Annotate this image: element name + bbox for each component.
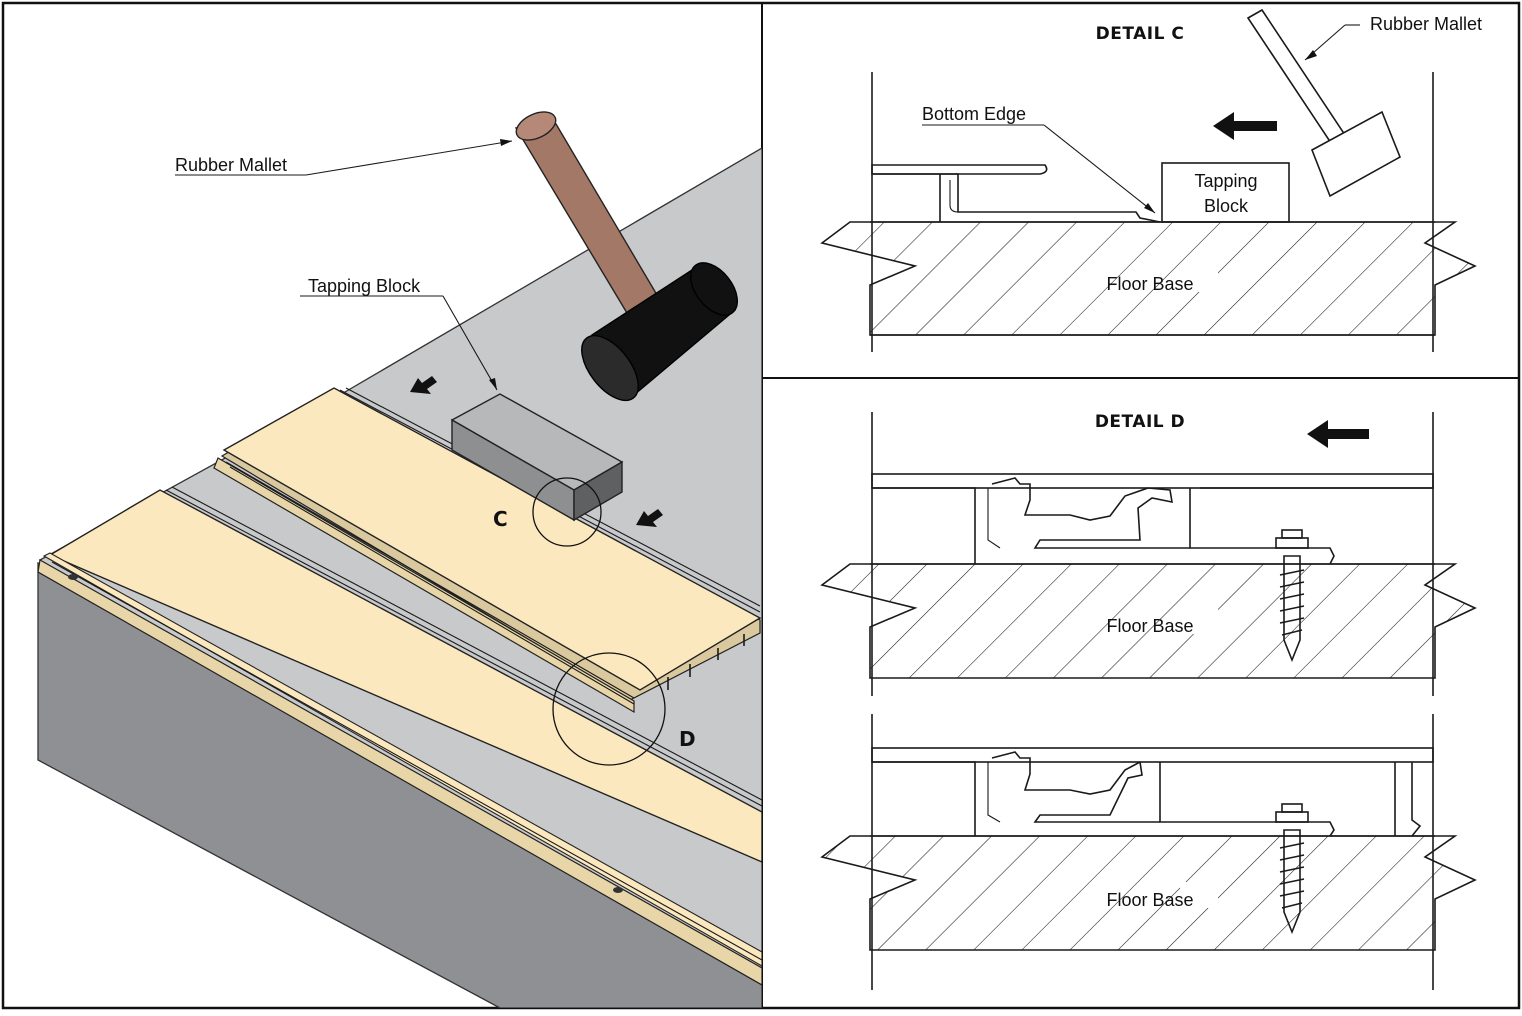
screw-d2	[1275, 803, 1309, 935]
rubber-mallet-iso	[514, 111, 738, 402]
floor-base-label-d1: Floor Base	[1106, 616, 1193, 636]
plank-profile-d2	[871, 747, 1434, 837]
detail-c-panel: DETAIL C Floor Base Tapping Block Rubber…	[820, 8, 1482, 352]
plank-screw-hole	[613, 887, 623, 893]
label-tapping-block: Tapping Block	[308, 276, 421, 296]
floor-base-label-d2: Floor Base	[1106, 890, 1193, 910]
detail-circle-d	[552, 652, 666, 766]
leader-bottom-edge	[1043, 124, 1156, 214]
direction-arrow-d	[1307, 420, 1369, 448]
tapping-block-label-1: Tapping	[1194, 171, 1257, 191]
rear-plank	[213, 387, 762, 714]
rubber-mallet-section	[1246, 8, 1402, 198]
front-plank	[37, 486, 762, 986]
detail-d-title: DETAIL D	[1095, 412, 1185, 432]
floor-base-section-d1	[820, 563, 1477, 679]
screw-d1	[1275, 529, 1309, 663]
detail-d-panel: DETAIL D Floor Base Floor Base	[820, 412, 1477, 990]
callout-c: C	[493, 507, 508, 531]
floor-base-label-c: Floor Base	[1106, 274, 1193, 294]
floor-base-section-d2	[820, 835, 1477, 951]
tapping-block-section	[1161, 162, 1290, 223]
push-direction-arrow	[636, 509, 663, 527]
label-rubber-mallet: Rubber Mallet	[175, 155, 287, 175]
plank-profile-d1	[871, 473, 1434, 565]
leader-tapping-block	[442, 295, 498, 391]
plank-profile-c	[871, 164, 1048, 175]
detail-c-title: DETAIL C	[1096, 24, 1185, 44]
push-direction-arrow	[410, 376, 437, 394]
detail-circle-c	[532, 477, 602, 547]
direction-arrow-c	[1213, 112, 1277, 140]
tapping-block-iso	[450, 393, 624, 522]
plank-screw-hole	[68, 574, 78, 580]
label-bottom-edge: Bottom Edge	[922, 104, 1026, 124]
callout-d: D	[679, 727, 696, 751]
isometric-view	[37, 111, 762, 1008]
label-rubber-mallet-c: Rubber Mallet	[1370, 14, 1482, 34]
tapping-block-label-2: Block	[1204, 196, 1249, 216]
leader-rubber-mallet	[305, 140, 513, 176]
